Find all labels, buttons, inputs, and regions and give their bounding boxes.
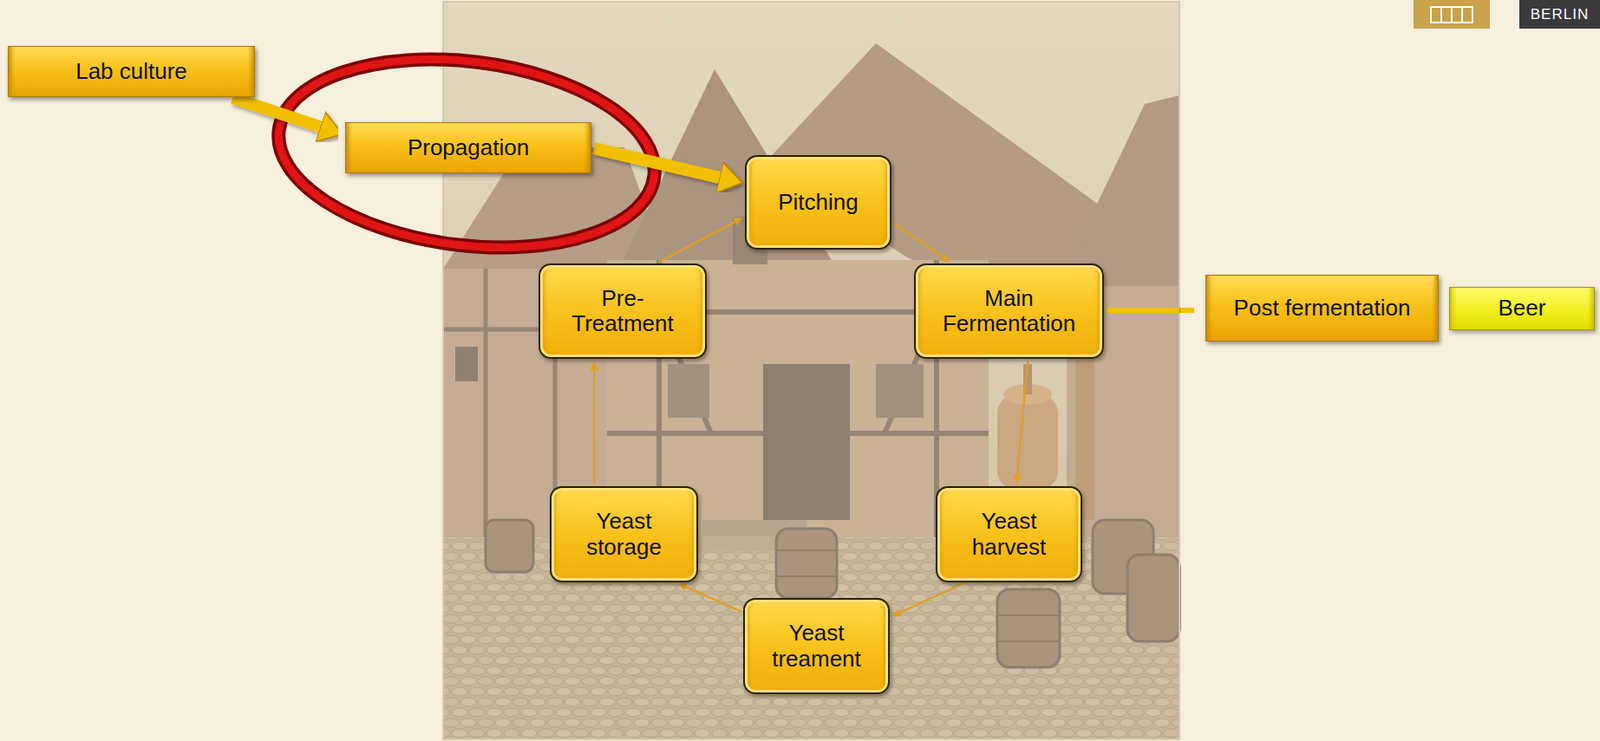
node-label: Pre-Treatment [566, 286, 680, 337]
flow-arrow [900, 583, 963, 613]
node-label: Main Fermentation [935, 286, 1084, 337]
flow-arrow [893, 222, 943, 258]
node-label: Lab culture [75, 58, 188, 85]
node-label: Yeast harvest [953, 509, 1066, 560]
node-label: Beer [1498, 295, 1547, 321]
process-box: Propagation [345, 122, 592, 174]
village-scene [443, 1, 1180, 740]
process-box: Pitching [744, 155, 892, 250]
flow-arrow [593, 370, 595, 484]
flow-arrow-large [232, 97, 320, 127]
process-box: Main Fermentation [914, 263, 1104, 360]
node-label: Yeast treament [760, 620, 874, 672]
node-label: Yeast storage [568, 509, 681, 560]
process-box: Yeast harvest [935, 486, 1083, 583]
flow-arrow [685, 587, 741, 612]
flow-arrow [1017, 361, 1028, 476]
flow-arrow [658, 222, 735, 263]
process-box: Beer [1449, 287, 1595, 331]
node-label: Pitching [777, 189, 859, 216]
node-label: Post fermentation [1234, 295, 1411, 321]
flow-arrow-large [1106, 308, 1180, 312]
process-box: Pre-Treatment [538, 263, 707, 360]
logo [1413, 0, 1600, 29]
process-box: Post fermentation [1205, 274, 1439, 342]
process-box: Lab culture [7, 45, 255, 98]
logo-text: BERLIN [1519, 0, 1600, 29]
process-box: Yeast treament [743, 598, 890, 695]
flow-arrow-large [594, 148, 720, 178]
process-box: Yeast storage [549, 486, 699, 583]
node-label: Propagation [407, 135, 529, 161]
